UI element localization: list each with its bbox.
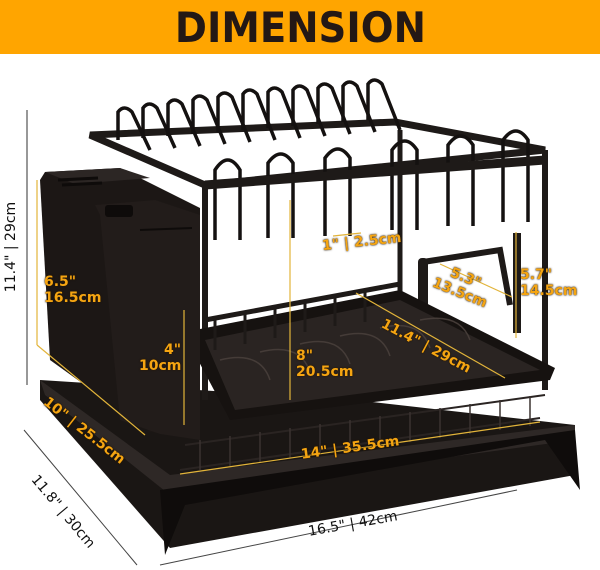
tier-gap-label: 8" 20.5cm bbox=[296, 348, 353, 380]
dish-rack-drawing bbox=[23, 78, 580, 566]
overall-height-label: 11.4" | 29cm bbox=[3, 201, 20, 293]
cup-holder-height-label: 5.7" 14.5cm bbox=[520, 267, 577, 299]
banner-title: DIMENSION bbox=[174, 2, 426, 52]
utensil-holder-height-cm: 16.5cm bbox=[44, 290, 102, 306]
product-illustration: 6.5" 16.5cm 4" 10cm 10" | 25.5cm 1" | 2.… bbox=[0, 54, 600, 566]
header-banner: DIMENSION bbox=[0, 0, 600, 54]
tier-gap-cm: 20.5cm bbox=[296, 364, 354, 380]
utensil-box-height-in: 4" bbox=[163, 342, 181, 358]
cup-holder-height-in: 5.7" bbox=[520, 267, 553, 283]
cup-holder-height-cm: 14.5cm bbox=[520, 283, 578, 299]
utensil-holder-height-label: 6.5" 16.5cm bbox=[44, 274, 101, 306]
utensil-holder-height-in: 6.5" bbox=[44, 274, 77, 290]
utensil-box-height-label: 4" 10cm bbox=[139, 342, 181, 374]
tier-gap-in: 8" bbox=[296, 348, 314, 364]
utensil-box-height-cm: 10cm bbox=[139, 358, 182, 374]
